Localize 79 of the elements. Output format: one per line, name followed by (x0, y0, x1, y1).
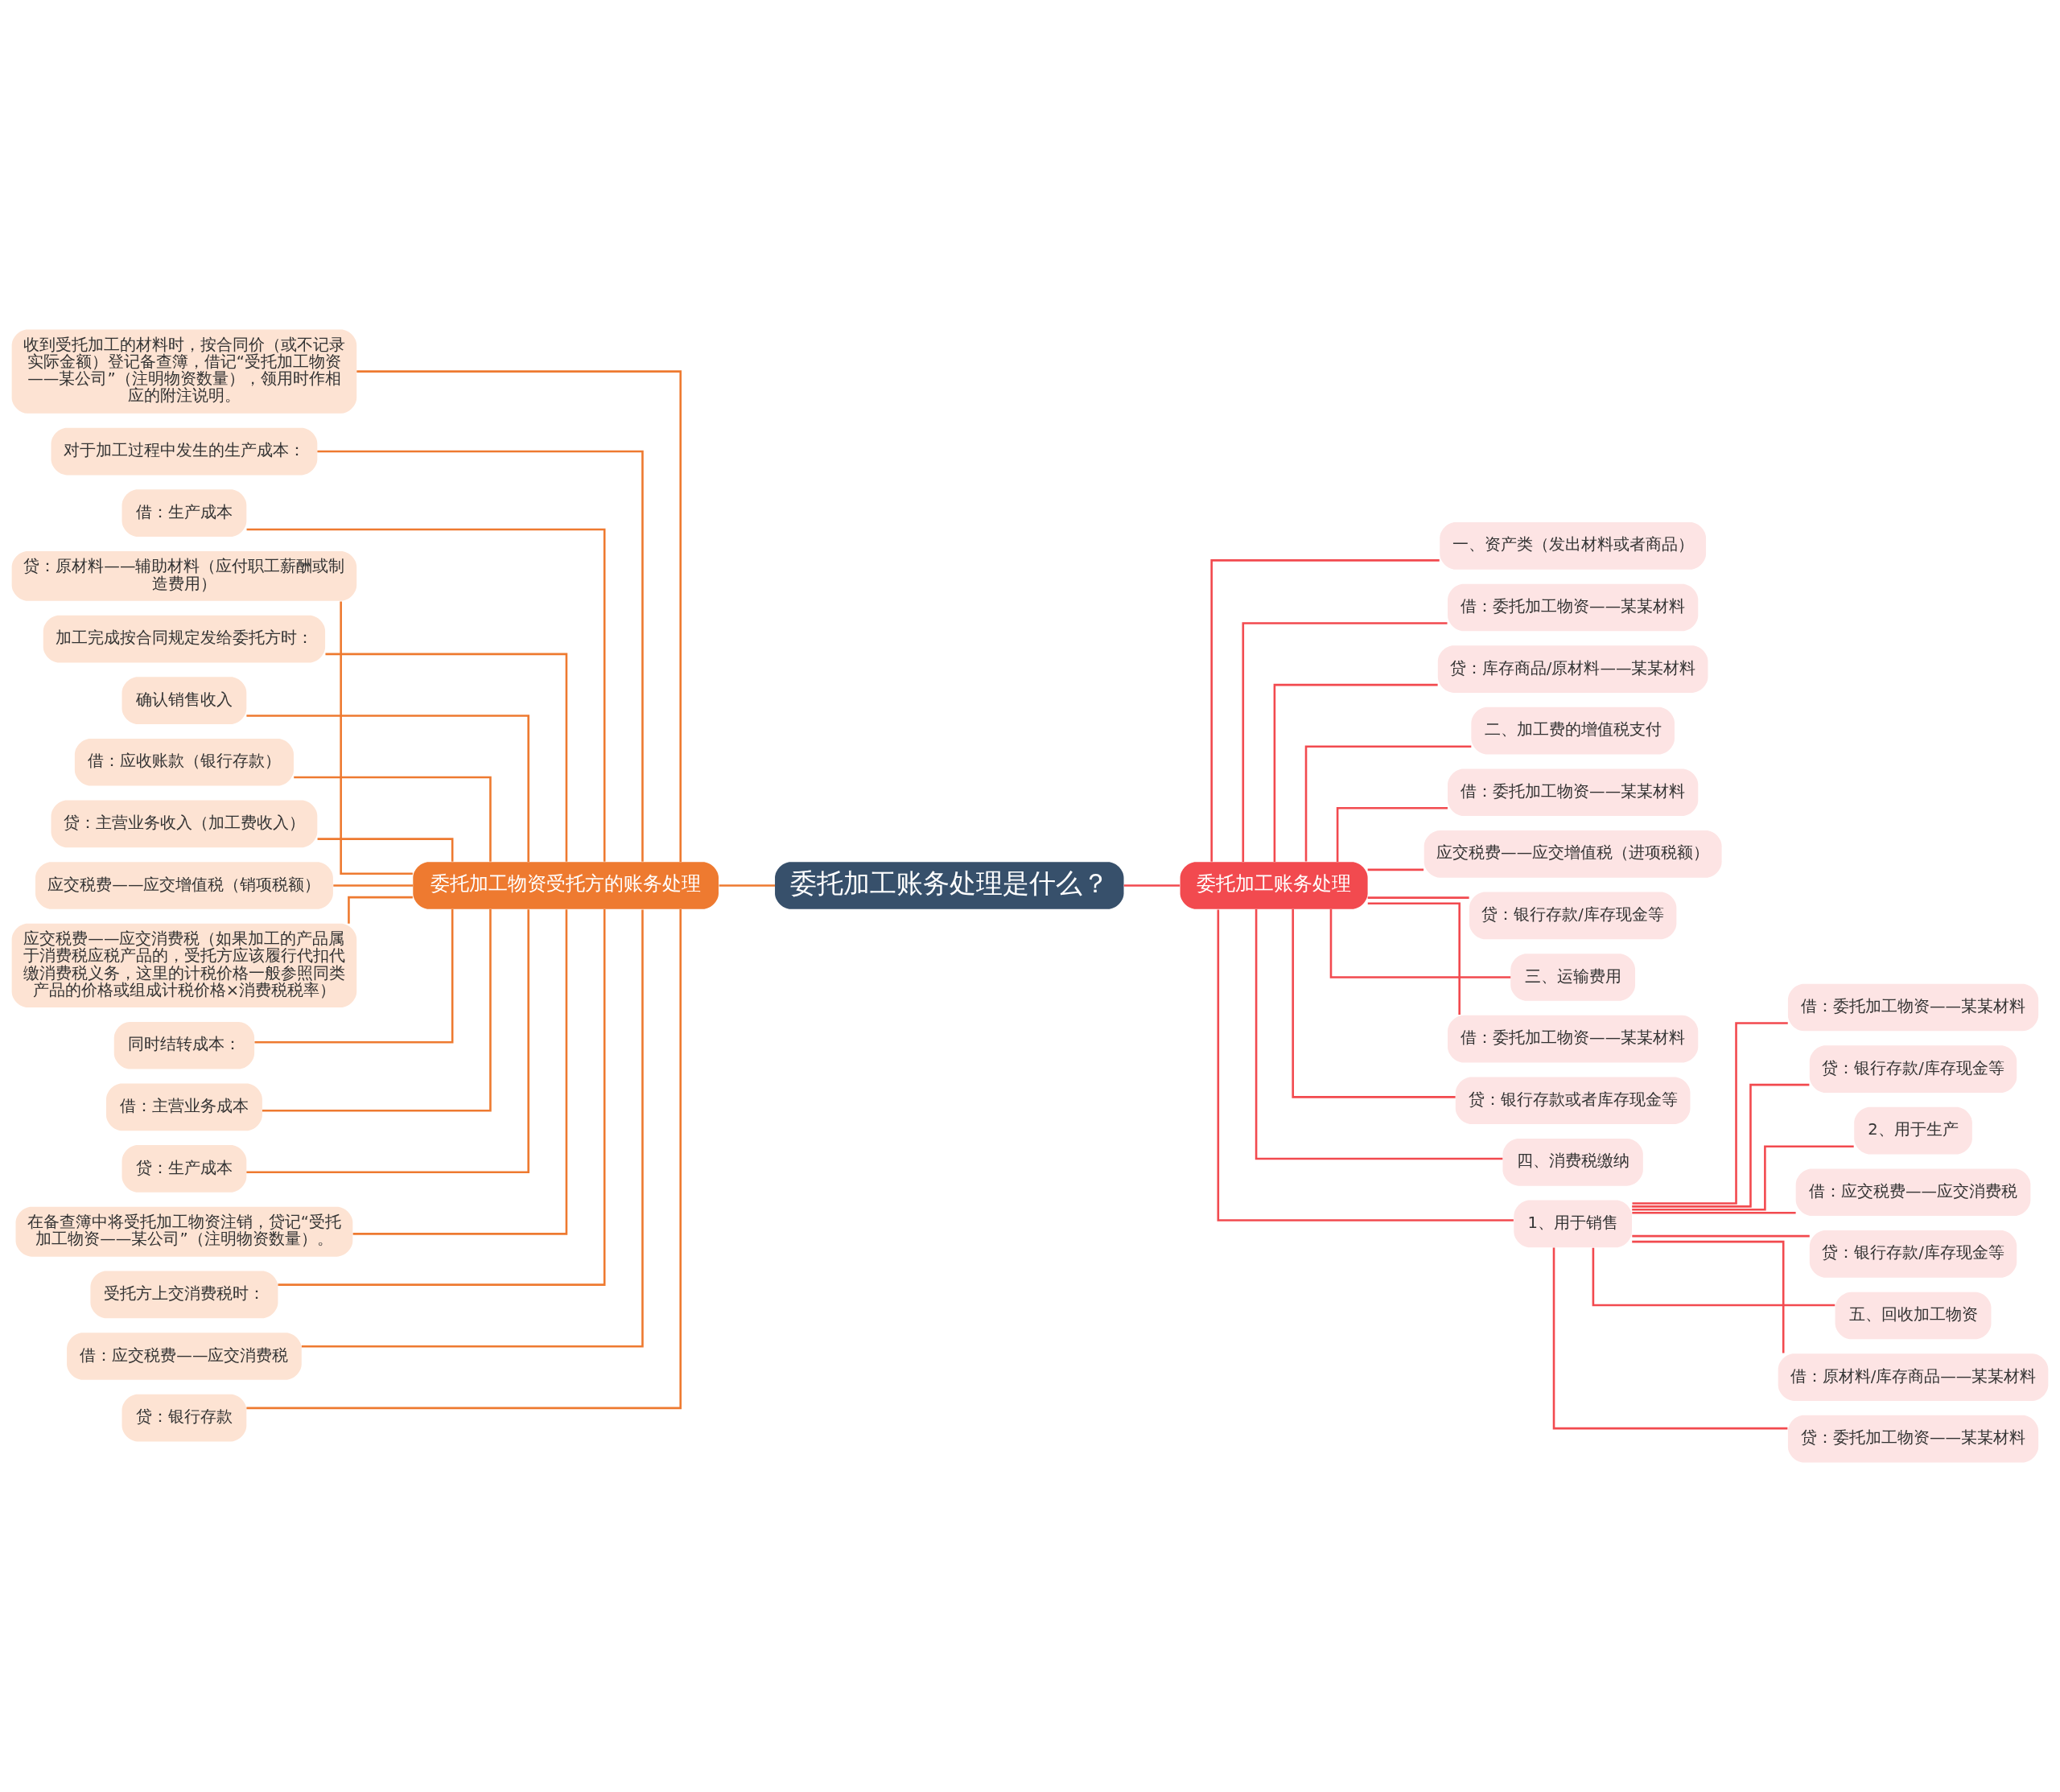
node-box: 借：委托加工物资——某某材料 (1448, 1015, 1699, 1063)
node-box: 收到受托加工的材料时，按合同价（或不记录实际金额）登记备查簿，借记“受托加工物资——某公司”（注明物资数量），领用时作相应的附注说明。 (11, 329, 357, 414)
connector (1304, 745, 1472, 862)
connector (1552, 1247, 1788, 1430)
connector (1367, 902, 1461, 1015)
node-box: 借：生产成本 (122, 489, 247, 537)
node-box: 借：原材料/库存商品——某某材料 (1778, 1353, 2049, 1401)
connector (1367, 868, 1424, 871)
connector (1632, 1211, 1796, 1214)
node-box: 五、回收加工物资 (1835, 1291, 1992, 1340)
connector (1632, 1240, 1785, 1353)
node-box: 借：委托加工物资——某某材料 (1787, 983, 2039, 1032)
node-box: 三、运输费用 (1510, 954, 1636, 1001)
node-box: 受托方上交消费税时： (90, 1271, 278, 1319)
node-box: 借：委托加工物资——某某材料 (1448, 583, 1699, 632)
node-box: 确认销售收入 (122, 677, 247, 724)
node-box: 应交税费——应交增值税（销项税额） (35, 862, 333, 909)
connector (1210, 559, 1440, 862)
node-box: 委托加工账务处理 (1180, 862, 1368, 909)
node-box: 贷：库存商品/原材料——某某材料 (1437, 645, 1708, 693)
connector (352, 909, 568, 1235)
connector (1632, 1022, 1788, 1205)
node-box: 四、消费税缴纳 (1502, 1138, 1643, 1186)
connector (1367, 896, 1469, 899)
node-box: 借：应收账款（银行存款） (74, 738, 294, 786)
node-box: 1、用于销售 (1514, 1200, 1632, 1248)
connector (348, 896, 413, 924)
node-box: 借：委托加工物资——某某材料 (1448, 768, 1699, 817)
node-box: 贷：委托加工物资——某某材料 (1787, 1415, 2039, 1463)
node-box: 应交税费——应交增值税（进项税额） (1423, 830, 1722, 878)
connector (1217, 909, 1514, 1221)
connector (278, 909, 606, 1286)
connector (719, 884, 775, 887)
connector (1329, 908, 1511, 978)
connector (246, 528, 606, 862)
connector (1123, 884, 1180, 887)
node-box: 加工完成按合同规定发给委托方时： (43, 615, 326, 663)
node-box: 对于加工过程中发生的生产成本： (51, 427, 318, 476)
node-box: 同时结转成本： (113, 1021, 255, 1069)
connector (1336, 807, 1448, 863)
node-box: 贷：银行存款/库存现金等 (1809, 1045, 2017, 1093)
connector (262, 908, 492, 1112)
node-box: 借：应交税费——应交消费税 (67, 1333, 302, 1380)
node-box: 在备查簿中将受托加工物资注销，贷记“受托加工物资——某公司”（注明物资数量）。 (15, 1206, 353, 1257)
connector (1273, 683, 1438, 862)
node-box: 委托加工物资受托方的账务处理 (413, 862, 719, 909)
connector (317, 838, 454, 862)
node-box: 贷：主营业务收入（加工费收入） (51, 800, 318, 848)
connector (325, 653, 568, 862)
connector (333, 884, 414, 887)
node-box: 借：主营业务成本 (105, 1083, 262, 1131)
node-box: 贷：生产成本 (122, 1145, 247, 1193)
connector (301, 909, 644, 1348)
connector (1632, 1145, 1854, 1211)
connector (246, 909, 682, 1410)
connector (356, 370, 682, 862)
connector (1592, 1247, 1835, 1307)
connector (246, 909, 529, 1174)
connector (254, 909, 454, 1044)
node-box: 委托加工账务处理是什么？ (775, 862, 1124, 909)
connector (1632, 1234, 1810, 1238)
connector (1255, 909, 1503, 1160)
node-box: 应交税费——应交消费税（如果加工的产品属于消费税应税产品的，受托方应该履行代扣代缴消费税义务，这里的计税价格一般参照同类产品的价格或组成计税价格×消费税税率） (11, 923, 357, 1007)
node-box: 2、用于生产 (1854, 1106, 1972, 1155)
connector (340, 601, 413, 875)
connector (294, 776, 492, 862)
node-box: 贷：银行存款或者库存现金等 (1455, 1077, 1691, 1125)
connector (1292, 909, 1456, 1098)
node-box: 借：应交税费——应交消费税 (1795, 1168, 2031, 1217)
node-box: 二、加工费的增值税支付 (1471, 707, 1675, 755)
connector (317, 450, 644, 862)
node-box: 贷：原材料——辅助材料（应付职工薪酬或制造费用） (11, 550, 357, 601)
node-box: 贷：银行存款 (122, 1394, 247, 1442)
node-box: 贷：银行存款/库存现金等 (1809, 1230, 2017, 1278)
node-box: 贷：银行存款/库存现金等 (1469, 892, 1677, 940)
connector (1632, 1083, 1810, 1208)
connector (246, 715, 529, 863)
node-box: 一、资产类（发出材料或者商品） (1440, 522, 1707, 570)
connector (1242, 622, 1448, 862)
